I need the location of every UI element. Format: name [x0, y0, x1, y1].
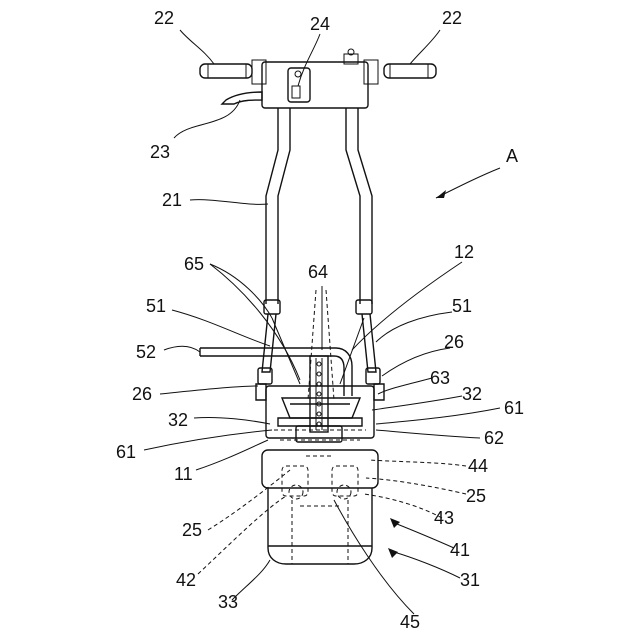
label-26-left: 26	[132, 384, 152, 404]
label-A: A	[506, 146, 518, 166]
label-52: 52	[136, 342, 156, 362]
label-32-right: 32	[462, 384, 482, 404]
label-33: 33	[218, 592, 238, 612]
label-21: 21	[162, 190, 182, 210]
column-64	[308, 290, 334, 432]
side-links	[258, 300, 380, 384]
label-63: 63	[430, 368, 450, 388]
lower-body	[262, 450, 378, 564]
label-44: 44	[468, 456, 488, 476]
handle-assembly	[200, 49, 436, 108]
handle-head	[262, 62, 368, 108]
label-31: 31	[460, 570, 480, 590]
label-26-right: 26	[444, 332, 464, 352]
label-61-right: 61	[504, 398, 524, 418]
label-51-right: 51	[452, 296, 472, 316]
label-64: 64	[308, 262, 328, 282]
label-22-right: 22	[442, 8, 462, 28]
label-25-left: 25	[182, 520, 202, 540]
label-11: 11	[174, 464, 193, 484]
bar-52	[200, 348, 352, 396]
lever-23	[222, 92, 262, 104]
label-51-left: 51	[146, 296, 166, 316]
label-62: 62	[484, 428, 504, 448]
label-24: 24	[310, 14, 330, 34]
label-12: 12	[454, 242, 474, 262]
container-31	[268, 488, 372, 564]
label-32-left: 32	[168, 410, 188, 430]
reference-labels: 22 22 24 23 A 21 65 64 12 51 51 52 26 26…	[116, 8, 524, 632]
switch-24	[288, 68, 310, 102]
label-22-left: 22	[154, 8, 174, 28]
label-23: 23	[150, 142, 170, 162]
label-43: 43	[434, 508, 454, 528]
label-42: 42	[176, 570, 196, 590]
label-25-right: 25	[466, 486, 486, 506]
label-61-left: 61	[116, 442, 136, 462]
label-45: 45	[400, 612, 420, 632]
label-41: 41	[450, 540, 470, 560]
label-65: 65	[184, 254, 204, 274]
